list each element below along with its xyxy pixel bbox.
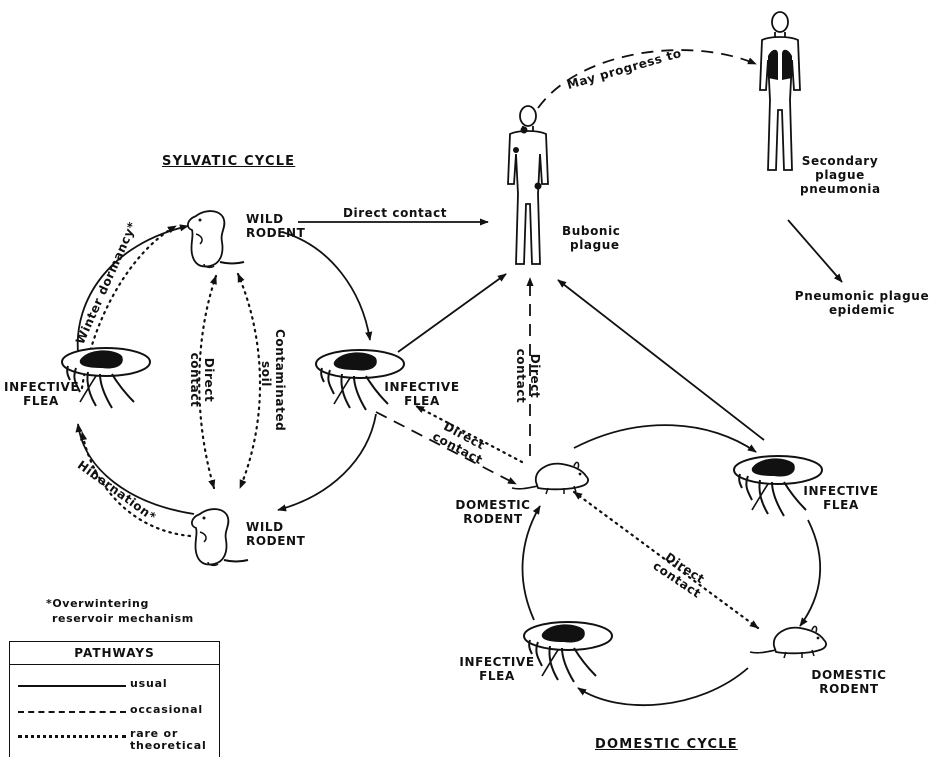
arrow-flea-to-wild-rodent xyxy=(76,224,189,353)
arrow-center-flea-to-human xyxy=(397,273,507,353)
human-figure-icon xyxy=(759,11,801,171)
bubo-mark xyxy=(513,147,519,153)
sylvatic-cycle-title: SYLVATIC CYCLE xyxy=(162,154,296,169)
human-figure-icon xyxy=(507,105,549,265)
arrow-bottom-flea-to-domestic-rodent xyxy=(521,505,541,621)
legend-title: PATHWAYS xyxy=(10,642,219,665)
legend-item-rare: rare or theoretical xyxy=(18,726,214,756)
domestic-cycle-title: DOMESTIC CYCLE xyxy=(595,737,738,752)
arrow-domestic-rodent-to-flea xyxy=(573,424,757,453)
rodent-icon xyxy=(186,210,245,269)
arrow-flea-to-domestic-rodent xyxy=(799,519,821,627)
dashed-line-swatch xyxy=(18,711,126,713)
legend-item-occasional: occasional xyxy=(18,702,214,722)
arrow-may-progress xyxy=(537,49,757,109)
arrow-domestic-rodent-to-bottom-flea xyxy=(577,667,749,707)
dotted-line-swatch xyxy=(18,735,126,738)
arrow-to-epidemic xyxy=(787,219,843,283)
pathways-legend: PATHWAYS usual occasional rare or theore… xyxy=(9,641,220,757)
rodent-icon xyxy=(190,508,249,567)
direct-contact-sylvatic-path xyxy=(198,274,218,490)
arrow-domestic-flea-to-human xyxy=(557,279,765,441)
legend-item-usual: usual xyxy=(18,676,214,696)
hibernation-path xyxy=(79,430,192,538)
solid-line-swatch xyxy=(18,685,126,687)
contaminated-soil-path xyxy=(236,272,262,490)
arrow-wild-rodent-to-center-flea xyxy=(281,231,373,341)
bubo-mark xyxy=(534,182,542,190)
rat-icon xyxy=(511,461,589,495)
arrow-center-flea-to-wild-rodent xyxy=(277,413,377,512)
direct-contact-top-label: Direct contact xyxy=(343,206,448,220)
rat-icon xyxy=(749,625,827,659)
bubo-mark xyxy=(520,126,528,134)
arrow-domestic-rodent-to-center-flea xyxy=(414,404,524,464)
arrow-center-flea-to-domestic-rodent xyxy=(375,411,517,485)
direct-contact-domestic-path xyxy=(572,490,760,630)
lungs-icon xyxy=(768,49,792,80)
